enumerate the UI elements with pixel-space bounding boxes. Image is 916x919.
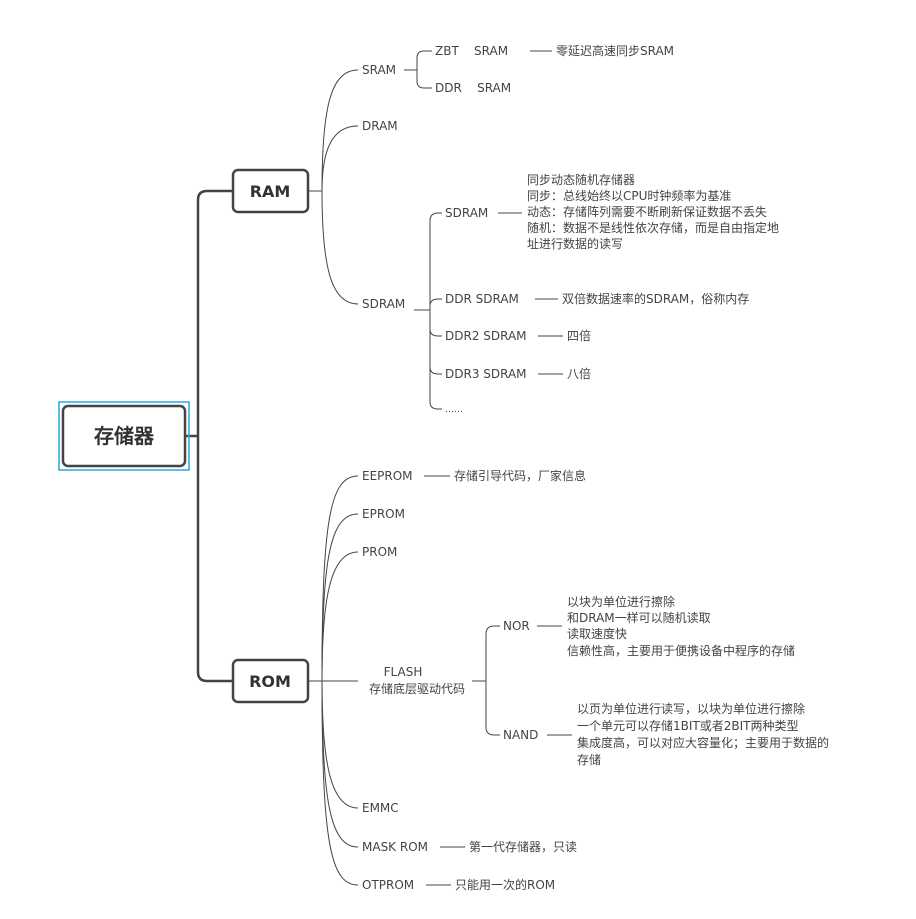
sram-node[interactable]: SRAM xyxy=(362,63,396,77)
rom-branch-lines xyxy=(308,475,572,886)
sdram-note-line-4: 随机：数据不是线性依次存储，而是自由指定地 xyxy=(527,220,779,235)
rom-node[interactable]: ROM xyxy=(231,658,310,704)
root-to-ram-line xyxy=(196,189,233,436)
nor-note-line-3: 读取速度快 xyxy=(567,626,627,641)
flash-label: FLASH xyxy=(384,665,423,679)
sdram-group-to-ddr2-line xyxy=(429,310,442,337)
ram-branch-lines xyxy=(308,50,563,410)
root-selection-outline xyxy=(58,401,190,471)
sdram-group-to-ddr-line xyxy=(429,298,442,310)
root-node[interactable]: 存储器 xyxy=(58,401,190,471)
flash-node[interactable]: FLASH 存储底层驱动代码 xyxy=(369,665,465,696)
rom-to-otprom-line xyxy=(321,680,359,886)
mask-rom-note: 第一代存储器，只读 xyxy=(469,839,577,854)
more-node[interactable]: …… xyxy=(445,405,463,415)
nor-note-line-2: 和DRAM一样可以随机读取 xyxy=(567,610,711,625)
nor-note-line-4: 信赖性高，主要用于便携设备中程序的存储 xyxy=(567,643,795,658)
flash-to-nand-line xyxy=(485,681,500,736)
zbt-sram-node[interactable]: ZBT SRAM xyxy=(435,44,508,58)
nor-note-line-1: 以块为单位进行擦除 xyxy=(567,594,675,609)
mask-rom-node[interactable]: MASK ROM xyxy=(362,840,428,854)
nand-notes: 以页为单位进行读写，以块为单位进行擦除 一个单元可以存储1BIT或者2BIT两种… xyxy=(577,701,829,767)
sdram-group-node[interactable]: SDRAM xyxy=(362,297,405,311)
ddr3-sdram-node[interactable]: DDR3 SDRAM xyxy=(445,367,527,381)
nor-notes: 以块为单位进行擦除 和DRAM一样可以随机读取 读取速度快 信赖性高，主要用于便… xyxy=(567,594,795,658)
otprom-node[interactable]: OTPROM xyxy=(362,878,414,892)
rom-label: ROM xyxy=(249,672,291,691)
prom-node[interactable]: PROM xyxy=(362,545,397,559)
ddr-sdram-node[interactable]: DDR SDRAM xyxy=(445,292,519,306)
ddr-sdram-note: 双倍数据速率的SDRAM，俗称内存 xyxy=(562,291,749,306)
nand-node[interactable]: NAND xyxy=(503,728,538,742)
nand-note-line-4: 存储 xyxy=(577,752,601,767)
ram-to-sdram-line xyxy=(321,190,359,305)
rom-box xyxy=(231,658,310,704)
nor-node[interactable]: NOR xyxy=(503,619,530,633)
sdram-notes: 同步动态随机存储器 同步：总线始终以CPU时钟频率为基准 动态：存储阵列需要不断… xyxy=(527,172,779,251)
ram-node[interactable]: RAM xyxy=(231,168,310,214)
zbt-sram-note: 零延迟高速同步SRAM xyxy=(556,43,674,58)
sdram-note-line-3: 动态：存储阵列需要不断刷新保证数据不丢失 xyxy=(527,204,767,219)
sdram-note-line-2: 同步：总线始终以CPU时钟频率为基准 xyxy=(527,188,731,203)
dram-node[interactable]: DRAM xyxy=(362,119,398,133)
rom-to-eeprom-line xyxy=(321,475,359,682)
nand-note-line-1: 以页为单位进行读写，以块为单位进行擦除 xyxy=(577,701,805,716)
ddr3-sdram-note: 八倍 xyxy=(567,366,591,381)
sdram-group-to-more-line xyxy=(429,310,442,410)
rom-to-prom-line xyxy=(321,551,359,682)
root-to-rom-line xyxy=(196,436,233,683)
nand-note-line-2: 一个单元可以存储1BIT或者2BIT两种类型 xyxy=(577,718,798,733)
sdram-note-line-5: 址进行数据的读写 xyxy=(527,236,623,251)
ddr-sram-node[interactable]: DDR SRAM xyxy=(435,81,511,95)
rom-to-emmc-line xyxy=(321,680,359,809)
ram-label: RAM xyxy=(250,182,291,201)
sdram-group-to-ddr3-line xyxy=(429,310,442,375)
trunk-lines xyxy=(186,189,233,683)
emmc-node[interactable]: EMMC xyxy=(362,801,399,815)
eeprom-note: 存储引导代码，厂家信息 xyxy=(454,468,586,483)
sdram-node[interactable]: SDRAM xyxy=(445,206,488,220)
nand-note-line-3: 集成度高，可以对应大容量化；主要用于数据的 xyxy=(577,735,829,750)
flash-sublabel: 存储底层驱动代码 xyxy=(369,681,465,696)
sram-to-ddr-line xyxy=(416,70,432,89)
otprom-note: 只能用一次的ROM xyxy=(455,877,555,892)
ddr2-sdram-node[interactable]: DDR2 SDRAM xyxy=(445,329,527,343)
sram-to-zbt-line xyxy=(416,50,432,70)
ram-box xyxy=(231,168,310,214)
sdram-group-to-sdram-line xyxy=(429,212,442,310)
root-label: 存储器 xyxy=(94,424,155,448)
ram-to-dram-line xyxy=(321,125,359,192)
ddr2-sdram-note: 四倍 xyxy=(567,328,591,343)
ram-to-sram-line xyxy=(321,69,359,192)
root-box xyxy=(61,404,187,468)
eeprom-node[interactable]: EEPROM xyxy=(362,469,413,483)
eprom-node[interactable]: EPROM xyxy=(362,507,405,521)
sdram-note-line-1: 同步动态随机存储器 xyxy=(527,172,635,187)
flash-to-nor-line xyxy=(485,625,500,681)
